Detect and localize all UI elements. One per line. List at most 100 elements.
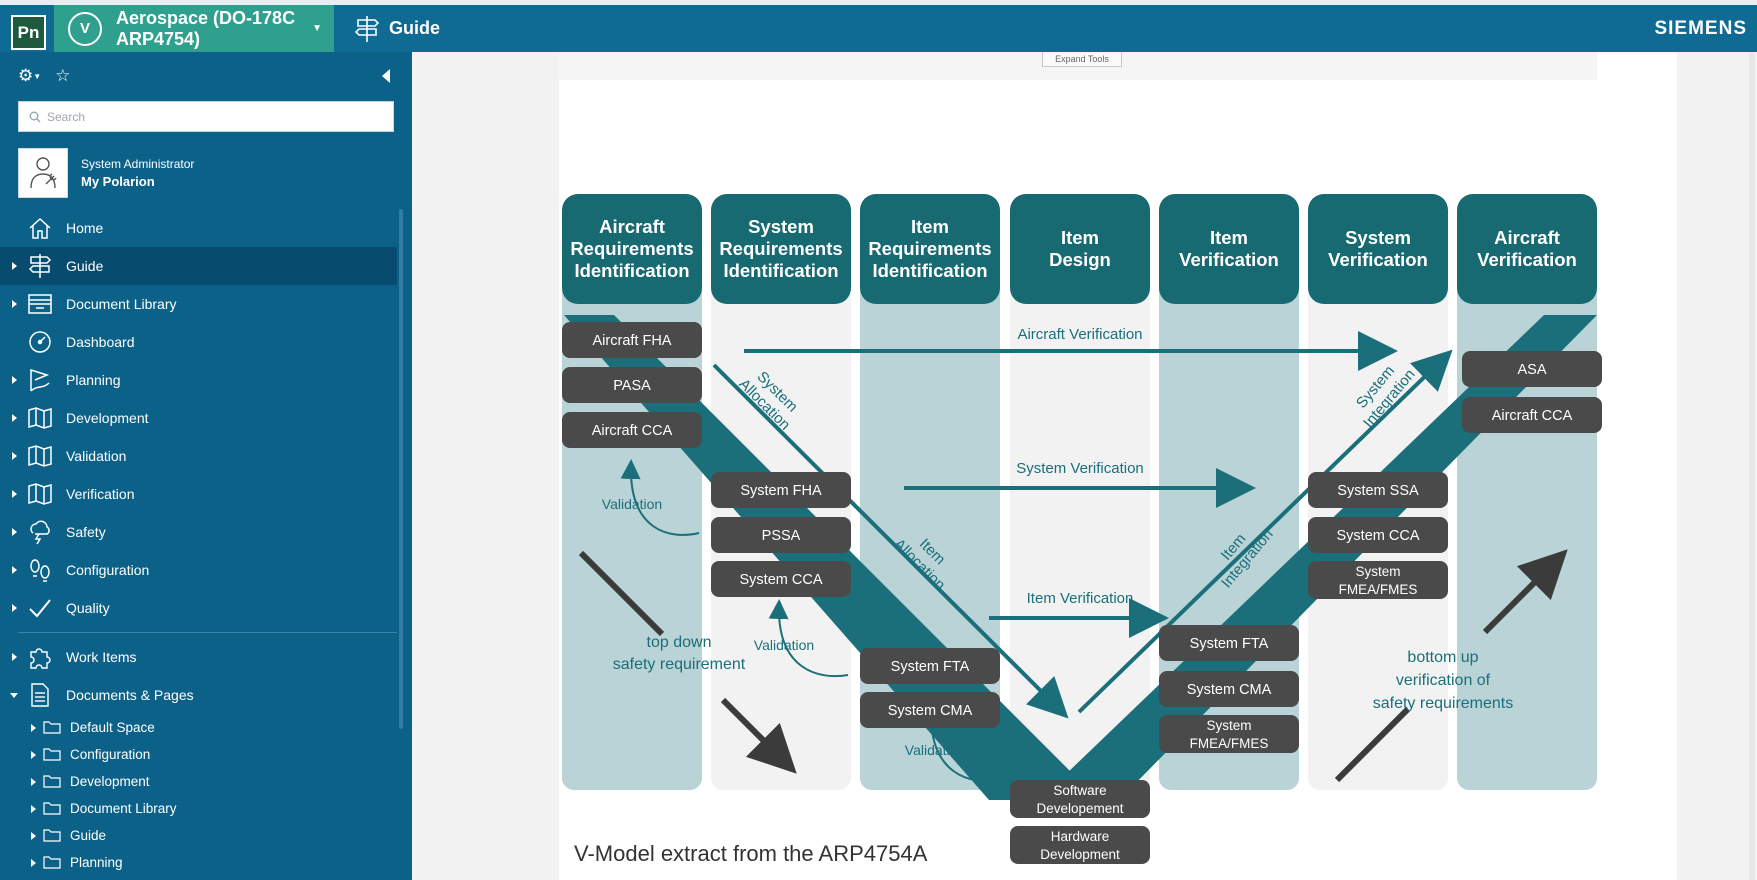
header-text: Requirements bbox=[570, 238, 693, 259]
expand-arrow-icon[interactable] bbox=[31, 723, 36, 732]
sidebar-item-guide[interactable]: Guide bbox=[0, 247, 397, 285]
expand-arrow-icon[interactable] bbox=[12, 300, 17, 308]
expand-arrow-icon[interactable] bbox=[12, 376, 17, 384]
search-icon bbox=[29, 111, 41, 122]
sidebar-item-safety[interactable]: Safety bbox=[0, 513, 412, 551]
collapse-arrow-icon[interactable] bbox=[10, 692, 18, 698]
diagram-caption: V-Model extract from the ARP4754A bbox=[574, 841, 928, 866]
system-allocation-arrow bbox=[712, 363, 1069, 719]
space-item[interactable]: Configuration bbox=[0, 741, 412, 768]
map-icon bbox=[28, 407, 52, 429]
user-wrench-icon bbox=[30, 157, 57, 189]
box-software-development bbox=[1010, 780, 1150, 818]
expand-arrow-icon[interactable] bbox=[31, 777, 36, 786]
top-bar: Pn V Aerospace (DO-178C ARP4754) ▼ Guide… bbox=[0, 5, 1757, 52]
header-text: Identification bbox=[574, 260, 689, 281]
expand-arrow-icon[interactable] bbox=[12, 604, 17, 612]
process-arrows bbox=[712, 331, 1453, 719]
header-text: Verification bbox=[1179, 249, 1279, 270]
header-system-req bbox=[711, 194, 851, 304]
sidebar-item-dashboard[interactable]: Dashboard bbox=[0, 323, 412, 361]
avatar[interactable] bbox=[18, 148, 68, 198]
header-item-design bbox=[1010, 194, 1150, 304]
sidebar-item-planning[interactable]: Planning bbox=[0, 361, 412, 399]
sidebar-item-development[interactable]: Development bbox=[0, 399, 412, 437]
header-text: Item bbox=[911, 216, 949, 237]
expand-tools-button[interactable]: Expand Tools bbox=[1042, 52, 1122, 67]
header-text: Item bbox=[1061, 227, 1099, 248]
expand-arrow-icon[interactable] bbox=[12, 490, 17, 498]
label-top-down: top down bbox=[647, 634, 712, 651]
space-label: Default Space bbox=[70, 720, 155, 735]
sidebar-item-label: Work Items bbox=[66, 649, 137, 665]
expand-arrow-icon[interactable] bbox=[31, 804, 36, 813]
user-panel[interactable]: System Administrator My Polarion bbox=[18, 148, 194, 198]
project-selector[interactable]: V Aerospace (DO-178C ARP4754) ▼ bbox=[54, 5, 334, 52]
document-icon bbox=[31, 683, 49, 707]
sidebar-item-label: Configuration bbox=[66, 562, 150, 578]
sidebar-item-documents-pages[interactable]: Documents & Pages bbox=[0, 676, 412, 714]
label-validation: Validation bbox=[754, 637, 814, 653]
v-model-diagram: Aircraft Requirements Identification Sys… bbox=[562, 194, 1602, 866]
folder-icon bbox=[43, 829, 61, 842]
box-text: System bbox=[1355, 564, 1400, 579]
expand-arrow-icon[interactable] bbox=[12, 414, 17, 422]
sidebar-scrollbar[interactable] bbox=[399, 209, 403, 729]
sidebar-item-configuration[interactable]: Configuration bbox=[0, 551, 412, 589]
planning-icon bbox=[30, 368, 50, 392]
space-item[interactable]: Development bbox=[0, 768, 412, 795]
expand-arrow-icon[interactable] bbox=[12, 566, 17, 574]
header-text: Identification bbox=[723, 260, 838, 281]
expand-arrow-icon[interactable] bbox=[31, 858, 36, 867]
sidebar-item-quality[interactable]: Quality bbox=[0, 589, 412, 627]
expand-arrow-icon[interactable] bbox=[31, 750, 36, 759]
collapse-sidebar-icon[interactable] bbox=[382, 69, 390, 83]
expand-arrow-icon[interactable] bbox=[12, 528, 17, 536]
box-text: System FTA bbox=[891, 659, 970, 675]
box-text: FMEA/FMES bbox=[1190, 736, 1269, 751]
expand-arrow-icon[interactable] bbox=[12, 653, 17, 661]
polarion-logo[interactable]: Pn bbox=[11, 15, 46, 50]
user-role: System Administrator bbox=[81, 157, 195, 171]
my-polarion-link[interactable]: My Polarion bbox=[81, 174, 155, 189]
sidebar-item-label: Home bbox=[66, 220, 104, 236]
header-item-verif bbox=[1159, 194, 1299, 304]
sidebar-item-label: Dashboard bbox=[66, 334, 135, 350]
box-aircraft-cca-right bbox=[1462, 397, 1602, 433]
box-fmea-item bbox=[1159, 715, 1299, 753]
sidebar-item-document-library[interactable]: Document Library bbox=[0, 285, 412, 323]
space-item[interactable]: Guide bbox=[0, 822, 412, 849]
label-bottom-up: safety requirements bbox=[1373, 695, 1514, 712]
search-input[interactable]: Search bbox=[18, 101, 394, 132]
sidebar-item-verification[interactable]: Verification bbox=[0, 475, 412, 513]
dashboard-icon bbox=[29, 331, 51, 353]
star-icon[interactable]: ☆ bbox=[55, 66, 71, 85]
search-placeholder: Search bbox=[47, 109, 86, 124]
box-text: System SSA bbox=[1337, 483, 1419, 499]
space-item[interactable]: Document Library bbox=[0, 795, 412, 822]
expand-arrow-icon[interactable] bbox=[12, 452, 17, 460]
sidebar-item-validation[interactable]: Validation bbox=[0, 437, 412, 475]
space-item[interactable]: Default Space bbox=[0, 714, 412, 741]
folder-icon bbox=[43, 748, 61, 761]
logo-text: Pn bbox=[17, 22, 40, 42]
sidebar-item-label: Safety bbox=[66, 524, 106, 540]
sidebar-item-work-items[interactable]: Work Items bbox=[0, 638, 412, 676]
box-text: Aircraft CCA bbox=[1492, 408, 1573, 424]
chevron-down-icon[interactable]: ▼ bbox=[312, 23, 322, 34]
expand-arrow-icon[interactable] bbox=[12, 262, 17, 270]
bottom-up-line bbox=[1334, 706, 1411, 783]
folder-icon bbox=[43, 856, 61, 869]
space-label: Document Library bbox=[70, 801, 177, 816]
gear-icon[interactable]: ⚙▼ bbox=[18, 66, 42, 85]
checkmark-icon bbox=[29, 599, 51, 618]
top-down-line bbox=[578, 550, 665, 637]
v-model-icon: V bbox=[68, 11, 102, 46]
space-item[interactable]: Planning bbox=[0, 849, 412, 876]
expand-arrow-icon[interactable] bbox=[31, 831, 36, 840]
main-scrollbar[interactable] bbox=[1749, 52, 1755, 880]
box-aircraft-cca-left bbox=[562, 412, 702, 448]
header-system-verif bbox=[1308, 194, 1448, 304]
sidebar-item-home[interactable]: Home bbox=[0, 209, 412, 247]
validation-arrows bbox=[620, 459, 1000, 783]
